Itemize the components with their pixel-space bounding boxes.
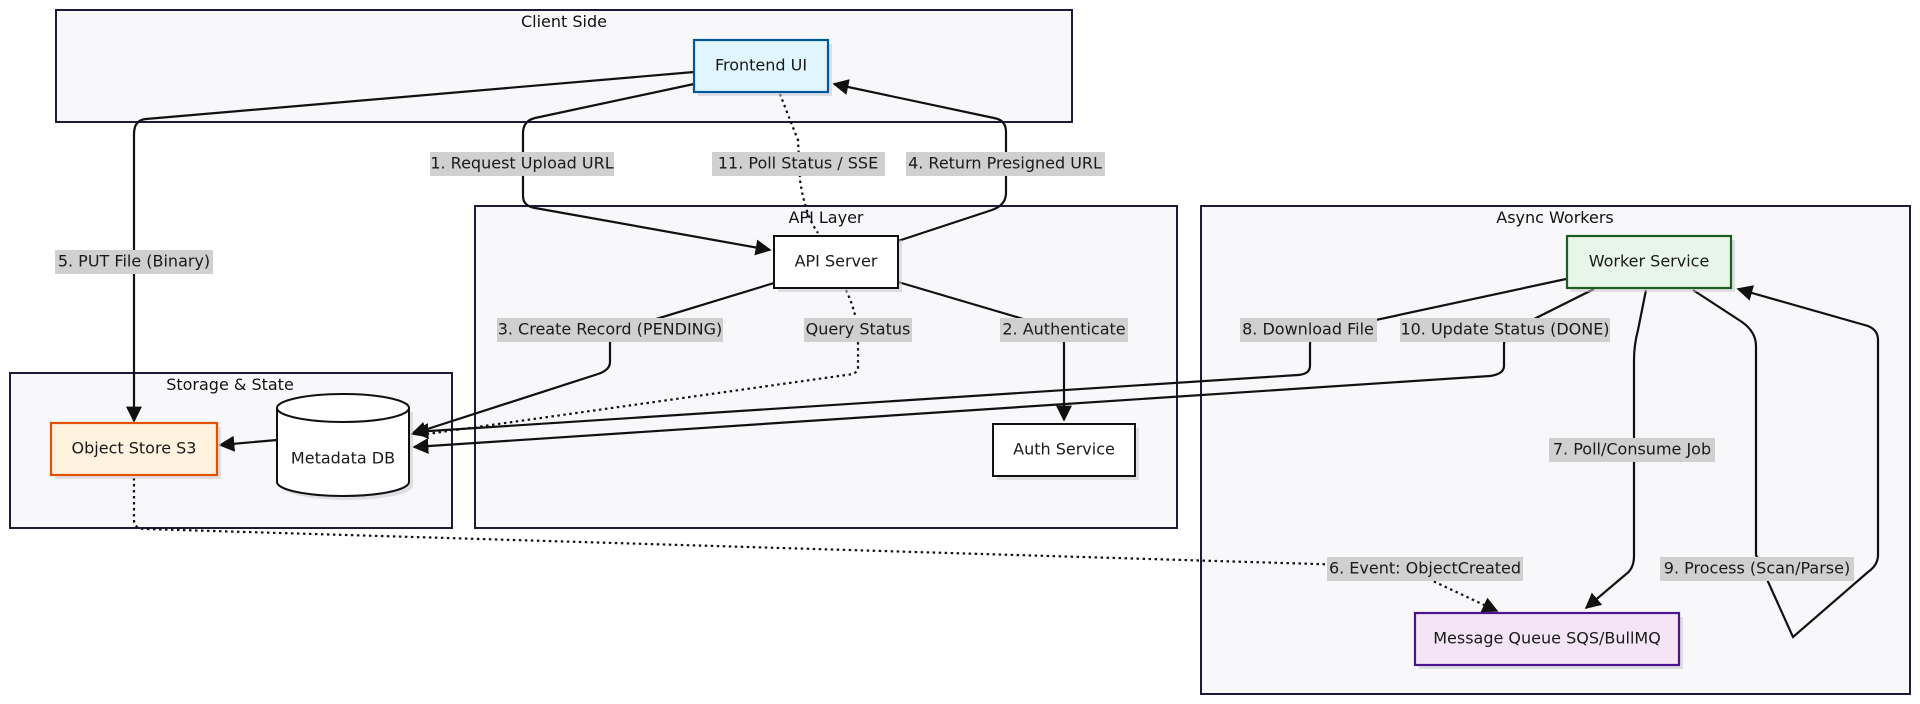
svg-text:7. Poll/Consume Job: 7. Poll/Consume Job xyxy=(1553,440,1711,459)
message-queue-node[interactable]: Message Queue SQS/BullMQ xyxy=(1413,611,1683,669)
svg-text:1. Request Upload URL: 1. Request Upload URL xyxy=(430,154,613,173)
worker-service-label: Worker Service xyxy=(1589,252,1710,271)
svg-text:10. Update Status (DONE): 10. Update Status (DONE) xyxy=(1400,320,1609,339)
edge-label-update-status: 10. Update Status (DONE) xyxy=(1400,318,1610,342)
edge-label-download-file: 8. Download File xyxy=(1240,318,1377,342)
svg-text:3. Create Record (PENDING): 3. Create Record (PENDING) xyxy=(498,320,723,339)
svg-text:Query Status: Query Status xyxy=(806,320,911,339)
edge-label-query-status: Query Status xyxy=(804,318,912,342)
svg-text:6. Event: ObjectCreated: 6. Event: ObjectCreated xyxy=(1329,559,1521,578)
edge-label-authenticate: 2. Authenticate xyxy=(1000,318,1128,342)
svg-text:9. Process (Scan/Parse): 9. Process (Scan/Parse) xyxy=(1664,559,1850,578)
object-store-node[interactable]: Object Store S3 xyxy=(49,421,221,479)
edge-label-process: 9. Process (Scan/Parse) xyxy=(1660,557,1854,581)
cluster-api-layer-title: API Layer xyxy=(788,208,863,227)
edge-put-file xyxy=(126,70,695,423)
cluster-client-side: Client Side xyxy=(55,9,1073,123)
edge-label-poll-status: 11. Poll Status / SSE xyxy=(712,152,885,176)
edge-label-poll-consume-job: 7. Poll/Consume Job xyxy=(1549,438,1715,462)
svg-text:11. Poll Status / SSE: 11. Poll Status / SSE xyxy=(718,154,878,173)
edge-label-request-upload-url: 1. Request Upload URL xyxy=(430,152,614,176)
auth-service-label: Auth Service xyxy=(1013,440,1115,459)
metadata-db-label: Metadata DB xyxy=(291,449,395,468)
metadata-db-node[interactable]: Metadata DB xyxy=(276,393,413,500)
worker-service-node[interactable]: Worker Service xyxy=(1565,234,1735,292)
svg-text:5. PUT File (Binary): 5. PUT File (Binary) xyxy=(58,252,210,271)
edge-db-to-s3 xyxy=(218,435,278,452)
cluster-async-workers-title: Async Workers xyxy=(1496,208,1613,227)
svg-text:4. Return Presigned URL: 4. Return Presigned URL xyxy=(908,154,1102,173)
cluster-storage-state-title: Storage & State xyxy=(166,375,294,394)
edge-label-put-file: 5. PUT File (Binary) xyxy=(55,250,213,274)
edge-label-event-object-created: 6. Event: ObjectCreated xyxy=(1327,557,1523,581)
edge-label-return-presigned-url: 4. Return Presigned URL xyxy=(906,152,1105,176)
frontend-node[interactable]: Frontend UI xyxy=(692,38,832,96)
edge-label-create-record: 3. Create Record (PENDING) xyxy=(497,318,723,342)
api-server-label: API Server xyxy=(795,252,878,271)
cluster-client-side-title: Client Side xyxy=(521,12,607,31)
edge-query-status xyxy=(419,289,860,437)
svg-text:2. Authenticate: 2. Authenticate xyxy=(1002,320,1125,339)
object-store-label: Object Store S3 xyxy=(72,439,197,458)
api-server-node[interactable]: API Server xyxy=(773,235,902,292)
auth-service-node[interactable]: Auth Service xyxy=(992,423,1139,480)
frontend-label: Frontend UI xyxy=(715,56,807,75)
edge-process-loop xyxy=(1692,285,1880,639)
message-queue-label: Message Queue SQS/BullMQ xyxy=(1433,629,1661,648)
svg-text:8. Download File: 8. Download File xyxy=(1242,320,1374,339)
